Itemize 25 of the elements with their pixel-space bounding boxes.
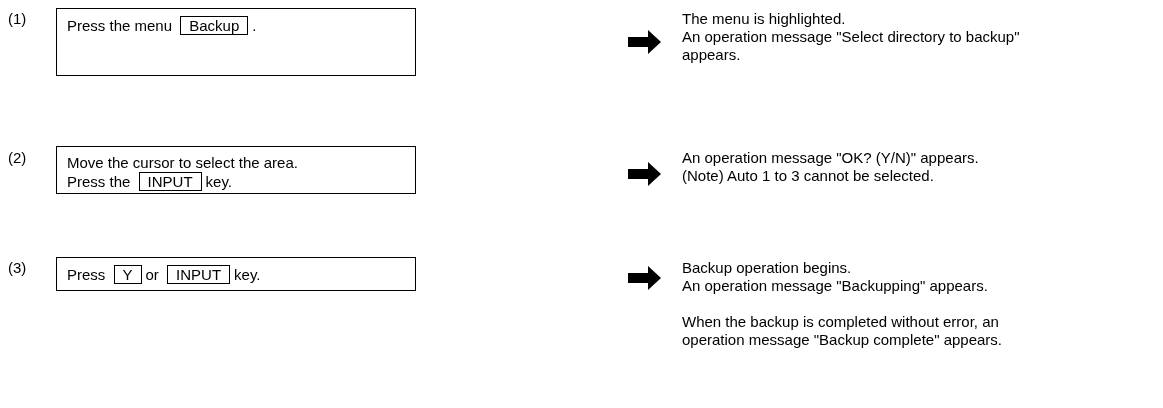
step-text: or (145, 266, 159, 283)
key-cap: INPUT (167, 265, 231, 284)
step-box (56, 257, 416, 291)
result-text: The menu is highlighted. (682, 10, 847, 28)
step-text: Move the cursor to select the area. (67, 154, 298, 171)
step-number: (3) (8, 259, 27, 276)
result-text: Backup operation begins. (682, 259, 853, 277)
key-cap: INPUT (138, 172, 202, 191)
step-text: Press the (67, 173, 131, 190)
step-number: (2) (8, 149, 27, 166)
step-box (56, 146, 416, 194)
step-text: Press (67, 266, 106, 283)
result-text: An operation message "Select directory to backup" appears. (682, 28, 1021, 64)
step-box (56, 8, 416, 76)
result-text: When the backup is completed without error, an operation message "Backup complete" appears. (682, 313, 1003, 349)
result-text: An operation message "OK? (Y/N)" appears. (682, 149, 980, 167)
step-text: key. (205, 173, 232, 190)
result-text: (Note) Auto 1 to 3 cannot be selected. (682, 167, 935, 185)
key-cap: Backup (180, 16, 249, 35)
step-text: Press the menu (67, 17, 173, 34)
step-number: (1) (8, 10, 27, 27)
step-text: key. (234, 266, 261, 283)
step-text: . (252, 17, 257, 34)
key-cap: Y (113, 265, 142, 284)
result-text: An operation message "Backupping" appears. (682, 277, 989, 295)
